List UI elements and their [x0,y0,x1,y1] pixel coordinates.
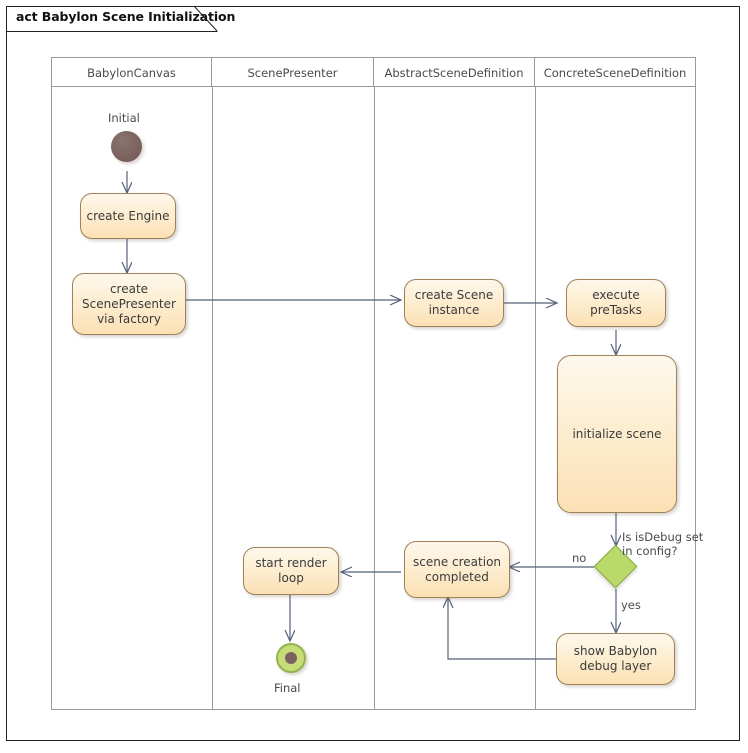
activity-label: scene creation completed [412,554,502,584]
initial-node[interactable] [111,131,142,162]
activity-scene-creation-completed[interactable]: scene creation completed [404,541,510,598]
final-node-label: Final [274,681,301,695]
swimlane-header-scenepresenter[interactable]: ScenePresenter [212,58,374,87]
activity-create-scenepresenter-via-factory[interactable]: create ScenePresenter via factory [72,273,186,335]
activity-label: start render loop [255,556,327,585]
final-node-center [285,652,297,664]
swimlane-divider-3 [535,87,536,710]
swimlane-header-label: AbstractSceneDefinition [384,65,524,80]
activity-create-scene-instance[interactable]: create Scene instance [404,279,504,327]
activity-label: execute preTasks [590,288,642,317]
activity-initialize-scene[interactable]: initialize scene [557,355,677,513]
swimlane-divider-2 [374,87,375,710]
final-node[interactable] [276,643,306,673]
activity-label: show Babylon debug layer [573,644,658,673]
activity-label: create ScenePresenter via factory [82,281,176,326]
swimlane-header-label: ConcreteSceneDefinition [543,65,687,80]
activity-label: create Engine [86,208,170,223]
activity-label: create Scene instance [414,288,494,317]
swimlane-header-babyloncanvas[interactable]: BabylonCanvas [52,58,212,87]
guard-yes-label: yes [621,598,641,612]
decision-label: Is isDebug set in config? [622,530,704,558]
swimlane-header-concretescenedefinition[interactable]: ConcreteSceneDefinition [535,58,695,87]
activity-create-engine[interactable]: create Engine [80,193,176,239]
swimlane-divider-1 [212,87,213,710]
activity-execute-pretasks[interactable]: execute preTasks [566,279,666,327]
activity-label: initialize scene [572,426,662,441]
diagram-title-tab [6,6,217,32]
swimlane-header-abstractscenedefinition[interactable]: AbstractSceneDefinition [374,58,535,87]
edge-show-debug-layer-to-scene-creation-completed [448,598,556,660]
activity-show-babylon-debug-layer[interactable]: show Babylon debug layer [556,633,675,685]
guard-no-label: no [572,551,587,565]
swimlane-header-label: ScenePresenter [247,65,338,80]
activity-start-render-loop[interactable]: start render loop [243,547,339,595]
swimlane-table: BabylonCanvas ScenePresenter AbstractSce… [51,57,696,710]
page-title: act Babylon Scene Initialization [16,9,236,24]
initial-node-label: Initial [108,111,140,125]
swimlane-header-label: BabylonCanvas [87,65,176,80]
